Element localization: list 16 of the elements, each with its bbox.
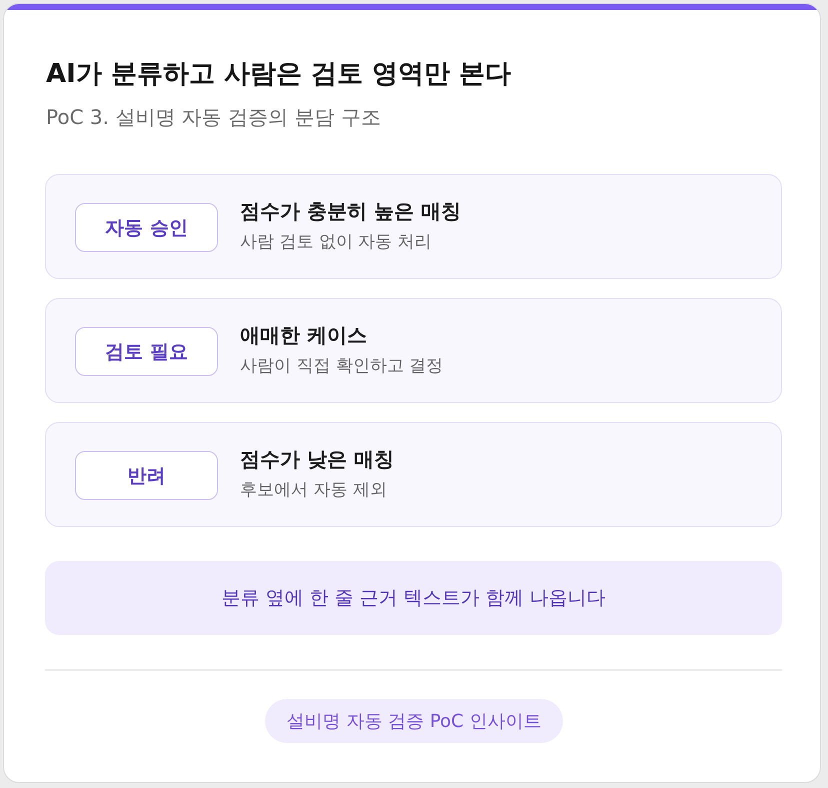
status-tag: 검토 필요	[75, 327, 218, 376]
footer-tag: 설비명 자동 검증 PoC 인사이트	[265, 699, 563, 743]
row-heading: 점수가 충분히 높은 매칭	[240, 198, 461, 224]
row-heading: 점수가 낮은 매칭	[240, 446, 394, 472]
category-row	[45, 174, 782, 279]
row-description: 후보에서 자동 제외	[240, 479, 387, 501]
category-row	[45, 422, 782, 527]
row-heading: 애매한 케이스	[240, 322, 367, 348]
title: AI가 분류하고 사람은 검토 영역만 본다	[46, 58, 512, 91]
row-description: 사람 검토 없이 자동 처리	[240, 231, 432, 253]
row-description: 사람이 직접 확인하고 결정	[240, 355, 444, 377]
category-row	[45, 298, 782, 403]
status-tag: 반려	[75, 451, 218, 500]
note-text: 분류 옆에 한 줄 근거 텍스트가 함께 나옵니다	[221, 586, 606, 611]
subtitle: PoC 3. 설비명 자동 검증의 분담 구조	[46, 104, 381, 130]
status-tag: 자동 승인	[75, 203, 218, 252]
